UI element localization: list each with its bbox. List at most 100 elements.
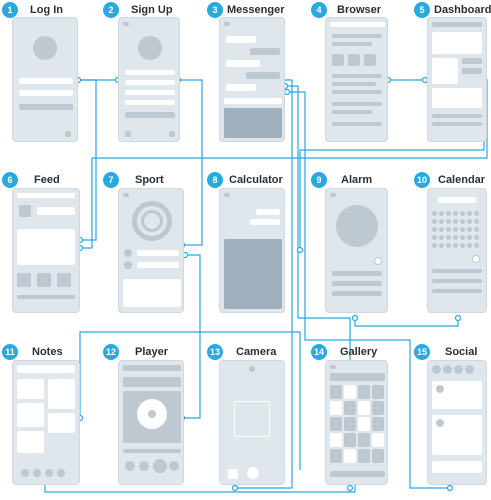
screen-title: Gallery — [340, 346, 378, 358]
wireframe-cell — [474, 227, 479, 232]
screen-title: Notes — [32, 346, 63, 358]
wireframe-cell — [460, 235, 465, 240]
screen-title: Camera — [236, 346, 277, 358]
phone-frame — [219, 360, 285, 485]
wireframe-cell — [439, 227, 444, 232]
wireframe-cell — [467, 219, 472, 224]
wireframe-cell — [439, 211, 444, 216]
gallery-thumb — [344, 417, 356, 431]
phone-frame — [12, 188, 80, 313]
step-badge: 8 — [207, 172, 223, 188]
wireframe-cell — [453, 219, 458, 224]
wireframe-cell — [439, 235, 444, 240]
step-badge: 11 — [2, 344, 18, 360]
wireframe-cell — [467, 243, 472, 248]
phone-frame — [219, 188, 285, 313]
screen-title: Feed — [34, 174, 60, 186]
step-badge: 2 — [103, 2, 119, 18]
connector-signup-messenger — [178, 79, 203, 246]
wireframe-cell — [467, 211, 472, 216]
connector-sport-calculator — [182, 254, 201, 419]
phone-frame — [325, 188, 388, 313]
wireframe-cell — [460, 227, 465, 232]
step-badge: 13 — [207, 344, 223, 360]
wireframe-cell — [453, 211, 458, 216]
step-badge: 7 — [103, 172, 119, 188]
gallery-thumb — [372, 401, 384, 415]
step-badge: 6 — [2, 172, 18, 188]
gallery-thumb — [372, 449, 384, 463]
gallery-thumb — [372, 433, 384, 447]
connector-alarm-calendar — [354, 318, 459, 327]
phone-frame — [325, 360, 388, 485]
connector-notes-feed — [79, 331, 301, 470]
gallery-thumb — [358, 385, 370, 399]
screen-title: Sport — [135, 174, 164, 186]
wireframe-cell — [446, 235, 451, 240]
screen-title: Alarm — [341, 174, 373, 186]
gallery-thumb — [344, 401, 356, 415]
connector-notes-gallery — [44, 480, 356, 493]
gallery-grid — [330, 385, 385, 467]
screen-title: Messenger — [227, 4, 285, 16]
phone-frame — [12, 360, 80, 485]
step-badge: 1 — [2, 2, 18, 18]
wireframe-cell — [432, 243, 437, 248]
wireframe-cell — [474, 243, 479, 248]
wireframe-cell — [474, 219, 479, 224]
phone-frame — [118, 360, 184, 485]
phone-frame — [325, 17, 388, 142]
gallery-thumb — [344, 385, 356, 399]
wireframe-cell — [453, 235, 458, 240]
gallery-thumb — [358, 401, 370, 415]
gallery-thumb — [330, 385, 342, 399]
screen-title: Dashboard — [434, 4, 491, 16]
wireframe-cell — [474, 211, 479, 216]
connector-login-feed — [78, 79, 97, 241]
wireframe-cell — [460, 243, 465, 248]
gallery-thumb — [330, 433, 342, 447]
screen-title: Calculator — [229, 174, 283, 186]
step-badge: 12 — [103, 344, 119, 360]
step-badge: 4 — [311, 2, 327, 18]
wireframe-cell — [432, 227, 437, 232]
step-badge: 5 — [414, 2, 430, 18]
screen-title: Social — [445, 346, 478, 358]
gallery-thumb — [372, 385, 384, 399]
step-badge: 9 — [311, 172, 327, 188]
step-badge: 3 — [207, 2, 223, 18]
wireframe-cell — [439, 219, 444, 224]
phone-frame — [427, 17, 487, 142]
connector-messenger-social — [287, 91, 450, 489]
gallery-thumb — [358, 417, 370, 431]
phone-frame — [219, 17, 285, 142]
connector-messenger-camera — [235, 79, 293, 489]
calendar-dots — [432, 211, 482, 255]
screen-title: Browser — [337, 4, 382, 16]
gallery-thumb — [358, 449, 370, 463]
wireframe-cell — [453, 243, 458, 248]
wireframe-cell — [446, 227, 451, 232]
phone-frame — [12, 17, 78, 142]
phone-frame — [118, 17, 180, 142]
wireframe-cell — [432, 211, 437, 216]
wireframe-cell — [432, 235, 437, 240]
wireframe-cell — [432, 219, 437, 224]
wireframe-cell — [460, 219, 465, 224]
gallery-thumb — [330, 449, 342, 463]
gallery-thumb — [330, 401, 342, 415]
step-badge: 10 — [414, 172, 430, 188]
wireframe-cell — [467, 235, 472, 240]
wireframe-cell — [446, 219, 451, 224]
wireframe-cell — [474, 235, 479, 240]
screen-title: Player — [135, 346, 169, 358]
gallery-thumb — [372, 417, 384, 431]
gallery-thumb — [344, 433, 356, 447]
wireframe-cell — [446, 211, 451, 216]
gallery-thumb — [344, 449, 356, 463]
wireframe-cell — [446, 243, 451, 248]
wireframe-cell — [467, 227, 472, 232]
wireframe-cell — [439, 243, 444, 248]
